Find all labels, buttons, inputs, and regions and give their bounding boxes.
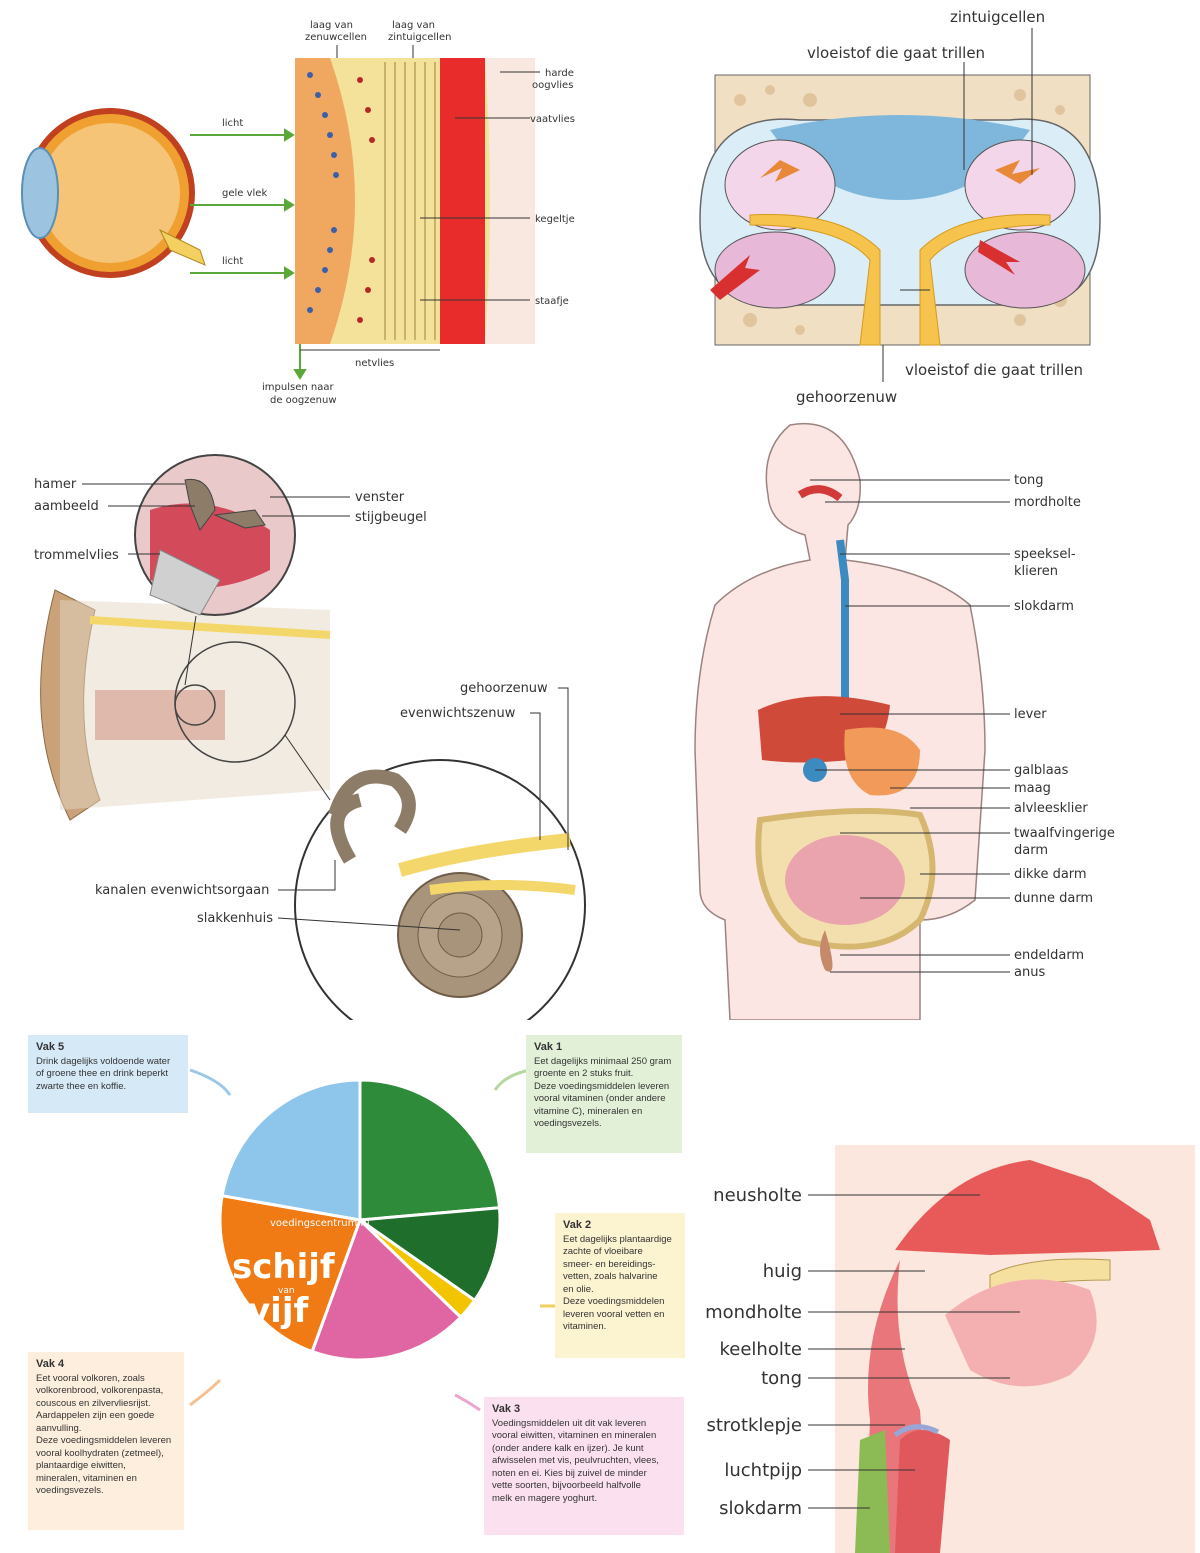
throat-label-0: neusholte: [713, 1185, 802, 1206]
digestion-label-3: slokdarm: [1014, 599, 1074, 614]
retina-cross-section: [295, 58, 535, 344]
note-vak3: Vak 3 Voedingsmiddelen uit dit vak lever…: [484, 1397, 684, 1535]
label-stirrup: stijgbeugel: [355, 510, 427, 525]
brand-word2: vijf: [248, 1291, 309, 1331]
ear-diagram: hamer aambeeld venster stijgbeugel tromm…: [0, 420, 600, 1020]
throat-label-2: mondholte: [705, 1302, 802, 1323]
digestion-label-1: mordholte: [1014, 495, 1081, 510]
label-hammer: hamer: [34, 477, 77, 492]
vak4-title: Vak 4: [36, 1358, 176, 1371]
zoom-middle-ear: [135, 455, 295, 615]
digestion-label-4: lever: [1014, 707, 1047, 722]
small-intestine-shape: [785, 835, 905, 925]
digestion-label-2: speeksel-klieren: [1014, 547, 1076, 579]
throat-diagram: neusholte huig mondholte keelholte tong strot…: [690, 1140, 1200, 1553]
digestion-label-7: alvleesklier: [1014, 801, 1088, 816]
label-sense-cells: zintuigcellen: [950, 8, 1045, 26]
digestive-system-diagram: tong mordholte speeksel-klieren slokdarm lev…: [600, 420, 1200, 1020]
digestion-label-11: endeldarm: [1014, 948, 1084, 963]
label-retina: netvlies: [355, 358, 394, 369]
throat-labels: neusholte huig mondholte keelholte tong strot…: [705, 1185, 802, 1519]
vak1-title: Vak 1: [534, 1041, 674, 1054]
ear-svg: hamer aambeeld venster stijgbeugel tromm…: [0, 420, 600, 1020]
throat-label-6: luchtpijp: [724, 1460, 802, 1481]
zoom-inner-ear: [295, 760, 585, 1020]
label-yellow-spot: gele vlek: [222, 188, 267, 199]
digestion-label-6: maag: [1014, 781, 1051, 796]
schijf-van-vijf-diagram: voedingscentrum.nl schijf van vijf Vak 5…: [0, 1030, 690, 1553]
label-balance-nerve: evenwichtszenuw: [400, 706, 516, 721]
label-light-bottom: licht: [222, 256, 243, 267]
note-vak4: Vak 4 Eet vooral volkoren, zoals volkore…: [28, 1352, 184, 1530]
throat-label-3: keelholte: [720, 1339, 803, 1360]
throat-label-5: strotklepje: [706, 1415, 802, 1436]
label-window: venster: [355, 490, 405, 505]
balance-organ-diagram: zintuigcellen vloeistof die gaat trillen…: [600, 0, 1200, 420]
balance-organ-svg: zintuigcellen vloeistof die gaat trillen…: [600, 0, 1200, 420]
digestion-label-12: anus: [1014, 965, 1045, 980]
eyeball-illustration: [22, 111, 205, 275]
throat-label-7: slokdarm: [719, 1498, 802, 1519]
label-canals: kanalen evenwichtsorgaan: [95, 883, 269, 898]
label-hearing-nerve: gehoorzenuw: [796, 388, 897, 406]
label-fluid-top: vloeistof die gaat trillen: [807, 44, 985, 62]
vak2-text: Eet dagelijks plantaardige zachte of vlo…: [563, 1234, 677, 1334]
label-anvil: aambeeld: [34, 499, 99, 514]
brand-word1: schijf: [232, 1247, 336, 1287]
note-vak5: Vak 5 Drink dagelijks voldoende water of…: [28, 1035, 188, 1113]
vak2-title: Vak 2: [563, 1219, 677, 1232]
label-fluid-bottom: vloeistof die gaat trillen: [905, 361, 1083, 379]
digestion-label-0: tong: [1014, 473, 1044, 488]
vak3-title: Vak 3: [492, 1403, 676, 1416]
vak4-text: Eet vooral volkoren, zoals volkorenbrood…: [36, 1373, 176, 1498]
esophagus-shape-throat: [855, 1430, 890, 1553]
label-vascular: vaatvlies: [530, 114, 575, 125]
throat-svg: neusholte huig mondholte keelholte tong strot…: [690, 1140, 1200, 1553]
brand-site: voedingscentrum.nl: [270, 1218, 370, 1229]
label-rod: staafje: [535, 296, 569, 307]
label-cone: kegeltje: [535, 214, 575, 225]
digestion-label-5: galblaas: [1014, 763, 1069, 778]
label-cochlea: slakkenhuis: [197, 911, 273, 926]
label-light-top: licht: [222, 118, 243, 129]
digestive-svg: tong mordholte speeksel-klieren slokdarm lev…: [600, 420, 1200, 1020]
label-ear-hearing-nerve: gehoorzenuw: [460, 681, 548, 696]
throat-label-1: huig: [763, 1261, 802, 1282]
note-vak1: Vak 1 Eet dagelijks minimaal 250 gram gr…: [526, 1035, 682, 1153]
digestion-label-9: dikke darm: [1014, 867, 1087, 882]
pie-slice-vak1: [360, 1080, 499, 1220]
light-arrows: [190, 130, 305, 378]
vak3-text: Voedingsmiddelen uit dit vak leveren voo…: [492, 1418, 676, 1506]
vak5-text: Drink dagelijks voldoende water of groen…: [36, 1056, 180, 1094]
pie-slice-vak5: [222, 1080, 360, 1220]
note-vak2: Vak 2 Eet dagelijks plantaardige zachte …: [555, 1213, 685, 1358]
digestion-label-10: dunne darm: [1014, 891, 1093, 906]
digestion-labels: tong mordholte speeksel-klieren slokdarm lev…: [1014, 473, 1115, 980]
vak1-text: Eet dagelijks minimaal 250 gram groente …: [534, 1056, 674, 1131]
throat-label-4: tong: [761, 1368, 802, 1389]
label-eardrum: trommelvlies: [34, 548, 119, 563]
vak5-title: Vak 5: [36, 1041, 180, 1054]
